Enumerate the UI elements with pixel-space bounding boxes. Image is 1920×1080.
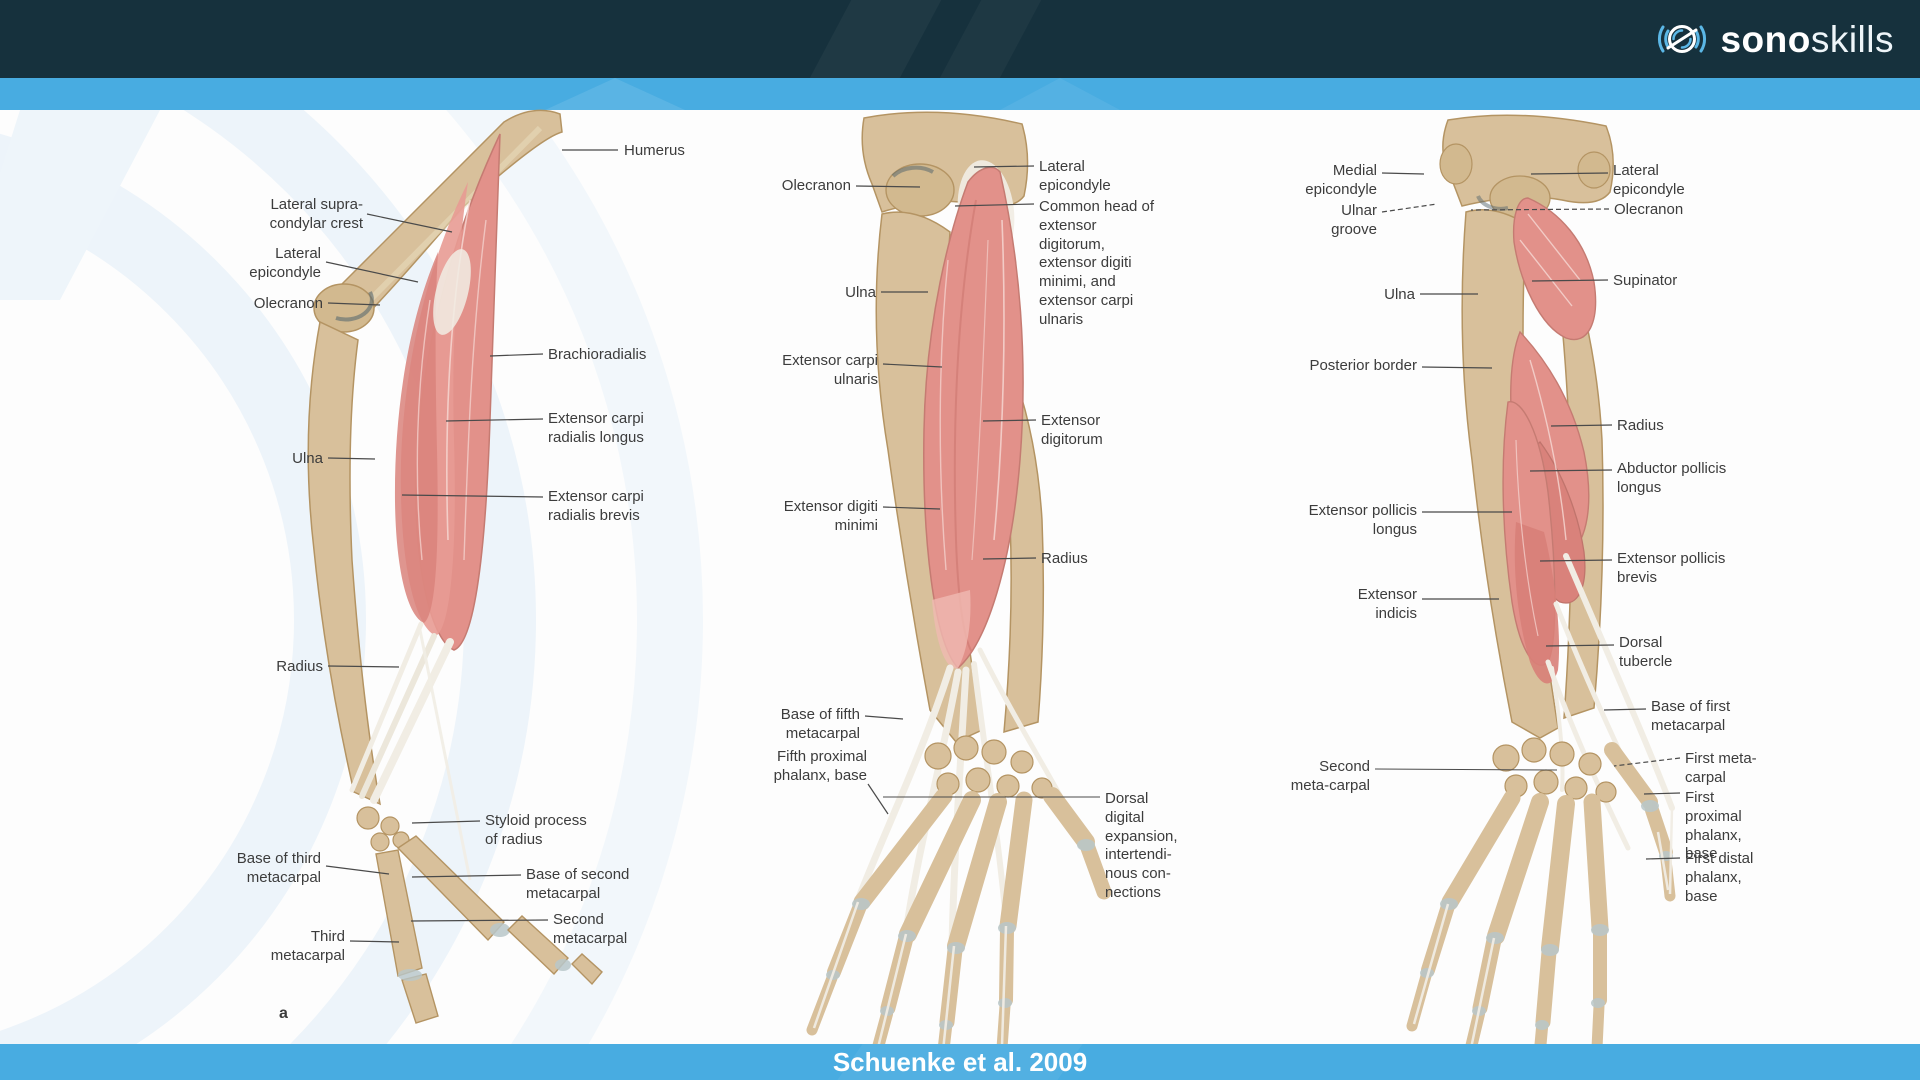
label-c-extensor-pollicis-brevis: Extensor pollicis brevis <box>1617 550 1726 586</box>
label-c-second-metacarpal: Second meta-carpal <box>1290 758 1370 794</box>
label-b-extensor-digiti-minimi: Extensor digiti minimi <box>783 498 878 534</box>
label-a-extensor-carpi-radialis-brevis: Extensor carpi radialis brevis <box>548 488 644 524</box>
label-c-radius: Radius <box>1617 417 1664 434</box>
label-c-medial-epicondyle: Medial epicondyle <box>1305 162 1377 198</box>
label-a-olecranon: Olecranon <box>253 295 323 312</box>
label-b-radius: Radius <box>1041 550 1088 567</box>
label-c-ulnar-groove: Ulnar groove <box>1331 202 1377 238</box>
citation-text: Schuenke et al. 2009 <box>832 1046 1088 1077</box>
label-b-base-of-fifth-metacarpal: Base of fifth metacarpal <box>780 706 860 742</box>
label-b-extensor-carpi-ulnaris: Extensor carpi ulnaris <box>782 352 878 388</box>
label-c-dorsal-tubercle: Dorsal tubercle <box>1619 634 1673 670</box>
label-c-base-of-first-metacarpal: Base of first metacarpal <box>1651 698 1731 734</box>
label-c-lateral-epicondyle: Lateral epicondyle <box>1613 162 1685 198</box>
label-c-extensor-pollicis-longus: Extensor pollicis longus <box>1308 502 1417 538</box>
label-a-brachioradialis: Brachioradialis <box>548 346 647 363</box>
label-c-first-proximal-phalanx-base: First proximal phalanx, base <box>1685 789 1742 863</box>
label-b-dorsal-digital-expansion: Dorsal digital expansion, intertendi-nou… <box>1105 790 1178 901</box>
label-a-base-of-second-metacarpal: Base of second metacarpal <box>526 866 630 902</box>
label-c-abductor-pollicis-longus: Abductor pollicis longus <box>1617 460 1727 496</box>
label-c-first-distal-phalanx-base: First distal phalanx, base <box>1685 850 1754 905</box>
accent-bar-top <box>0 78 1920 110</box>
label-a-radius: Radius <box>276 658 323 675</box>
header-watermark <box>933 0 1046 78</box>
label-b-fifth-proximal-phalanx-base: Fifth proximal phalanx, base <box>773 748 867 784</box>
label-c-first-metacarpal: First meta-carpal <box>1685 750 1757 786</box>
label-a-lateral-epicondyle: Lateral epicondyle <box>249 245 321 281</box>
brand-sono: sono <box>1720 18 1811 60</box>
header-watermark <box>803 0 947 78</box>
label-b-olecranon: Olecranon <box>781 177 851 194</box>
label-a-ulna: Ulna <box>292 450 323 467</box>
label-a-styloid-process-of-radius: Styloid process of radius <box>485 812 587 848</box>
label-b-extensor-digitorum: Extensor digitorum <box>1041 412 1103 448</box>
label-c-extensor-indicis: Extensor indicis <box>1357 586 1417 622</box>
label-b-ulna: Ulna <box>845 284 876 301</box>
brand-skills: skills <box>1810 18 1894 60</box>
brand-text: sonoskills <box>1720 21 1894 58</box>
illustration-c <box>1406 114 1676 1078</box>
sonoskills-pulse-icon <box>1658 25 1707 53</box>
label-a-lateral-supracondylar-crest: Lateral supra-condylar crest <box>269 196 363 232</box>
label-a-second-metacarpal: Second metacarpal <box>553 911 628 947</box>
label-c-supinator: Supinator <box>1613 272 1678 289</box>
label-a-third-metacarpal: Third metacarpal <box>270 928 345 964</box>
header-bar: sonoskills <box>0 0 1920 78</box>
label-a-humerus: Humerus <box>624 142 685 159</box>
label-c-olecranon: Olecranon <box>1614 201 1684 218</box>
accent-watermark <box>1000 78 1120 110</box>
label-b-common-head: Common head of extensor digitorum, exten… <box>1039 198 1155 328</box>
accent-watermark <box>545 78 685 110</box>
footer-bar: Schuenke et al. 2009 <box>0 1044 1920 1080</box>
label-c-ulna: Ulna <box>1384 286 1415 303</box>
label-c-posterior-border: Posterior border <box>1309 357 1417 374</box>
sonoskills-logo: sonoskills <box>1656 13 1894 65</box>
label-a-base-of-third-metacarpal: Base of third metacarpal <box>236 850 321 886</box>
label-b-lateral-epicondyle: Lateral epicondyle <box>1039 158 1111 194</box>
panel-letter-a: a <box>279 1005 288 1022</box>
label-a-extensor-carpi-radialis-longus: Extensor carpi radialis longus <box>548 410 644 446</box>
